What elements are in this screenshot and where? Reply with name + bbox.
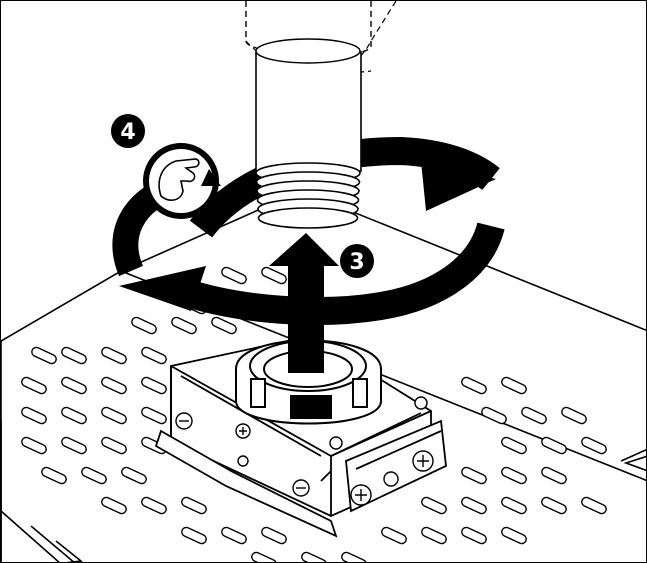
plate-slot [461, 376, 487, 395]
plate-slot [481, 406, 507, 425]
plate-slot [501, 376, 527, 395]
plate-slot [581, 436, 607, 455]
rotation-arrow-front [112, 161, 505, 325]
step-4-label: 4 [120, 120, 135, 145]
plate-slot [561, 406, 587, 425]
plate-slot [121, 466, 147, 485]
thread-ring [257, 207, 359, 229]
plate-slot [21, 406, 47, 425]
plate-slot [261, 266, 287, 285]
plate-slot [141, 346, 167, 365]
rotation-arrow-back [189, 136, 500, 238]
plate-slot [181, 496, 207, 515]
plate-slot [521, 406, 547, 425]
plate-slot [61, 406, 87, 425]
plate-slot [541, 436, 567, 455]
plate-slot [421, 496, 447, 515]
plate-slot [101, 436, 127, 455]
step-3-badge: 3 [340, 244, 374, 278]
plate-slot [141, 406, 167, 425]
plate-slot [131, 316, 157, 335]
plate-slot [501, 496, 527, 515]
plate-slot [101, 346, 127, 365]
plate-slot [421, 526, 447, 545]
plate-slot [461, 466, 487, 485]
plate-slot [171, 316, 197, 335]
plate-slot [211, 316, 237, 335]
plate-slot [341, 551, 367, 562]
plate-slot [31, 346, 57, 365]
plate-slot [101, 496, 127, 515]
plate-slot [581, 496, 607, 515]
plate-slot [541, 466, 567, 485]
plate-slot [101, 376, 127, 395]
push-up-arrow [269, 233, 339, 373]
plate-slot [301, 551, 327, 562]
plate-slot [141, 376, 167, 395]
step-3-label: 3 [349, 250, 364, 275]
plate-slot [261, 526, 287, 545]
threaded-end [255, 162, 361, 229]
ceiling-pole [245, 1, 397, 172]
plate-slot [61, 376, 87, 395]
plate-slot [221, 266, 247, 285]
plate-slot [21, 436, 47, 455]
plate-slot [541, 496, 567, 515]
plate-slot [101, 406, 127, 425]
step-4-badge: 4 [111, 114, 145, 148]
plate-slot [501, 526, 527, 545]
plate-slot [501, 466, 527, 485]
plate-slot [461, 526, 487, 545]
hand-rotate-icon [143, 143, 221, 219]
plate-slot [81, 466, 107, 485]
plate-slot [41, 466, 67, 485]
plate-slot [61, 436, 87, 455]
plate-slot [461, 496, 487, 515]
plate-slot [181, 526, 207, 545]
plate-slot [141, 496, 167, 515]
plate-slot [61, 346, 87, 365]
plate-slot [381, 526, 407, 545]
plate-slot [501, 436, 527, 455]
plate-slot [21, 376, 47, 395]
plate-slot [221, 526, 247, 545]
bracket-screws [175, 396, 434, 506]
plate-slot [251, 551, 277, 562]
